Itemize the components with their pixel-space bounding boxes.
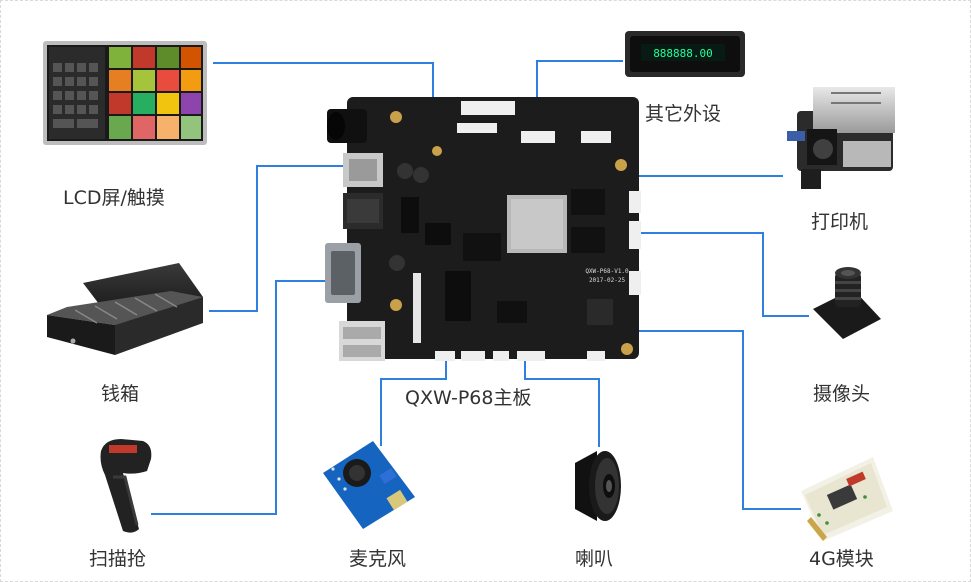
line-speaker — [524, 357, 600, 447]
microphone-module-image — [323, 441, 415, 529]
line-scanner — [151, 280, 353, 515]
customer-display-image: 888888.00 — [625, 31, 745, 77]
label-camera: 摄像头 — [813, 383, 871, 405]
label-4g-module: 4G模块 — [809, 548, 874, 570]
label-microphone: 麦克风 — [349, 548, 407, 570]
label-board: QXW-P68主板 — [405, 387, 532, 409]
line-camera — [635, 232, 809, 317]
camera-image — [813, 267, 881, 339]
cash-drawer-image — [47, 263, 203, 355]
main-board-image: QXW-P68-V1.0 2017-02-25 — [325, 97, 641, 361]
scanner-image — [100, 439, 152, 533]
board-model-silkscreen: QXW-P68-V1.0 — [585, 268, 629, 275]
label-speaker: 喇叭 — [575, 548, 614, 570]
board-date-silkscreen: 2017-02-25 — [589, 277, 626, 284]
lcd-screen-image — [43, 41, 207, 145]
printer-image — [787, 87, 895, 189]
speaker-image — [575, 451, 621, 521]
line-lcd — [213, 62, 434, 101]
label-cash-drawer: 钱箱 — [101, 383, 140, 405]
line-microphone — [380, 357, 447, 446]
label-other-peripherals: 其它外设 — [645, 103, 722, 125]
label-lcd: LCD屏/触摸 — [63, 187, 165, 209]
display-value: 888888.00 — [653, 47, 713, 60]
line-cash-drawer — [209, 165, 345, 312]
label-scanner: 扫描抢 — [89, 548, 147, 570]
label-printer: 打印机 — [811, 211, 869, 233]
4g-module-image — [801, 457, 893, 541]
